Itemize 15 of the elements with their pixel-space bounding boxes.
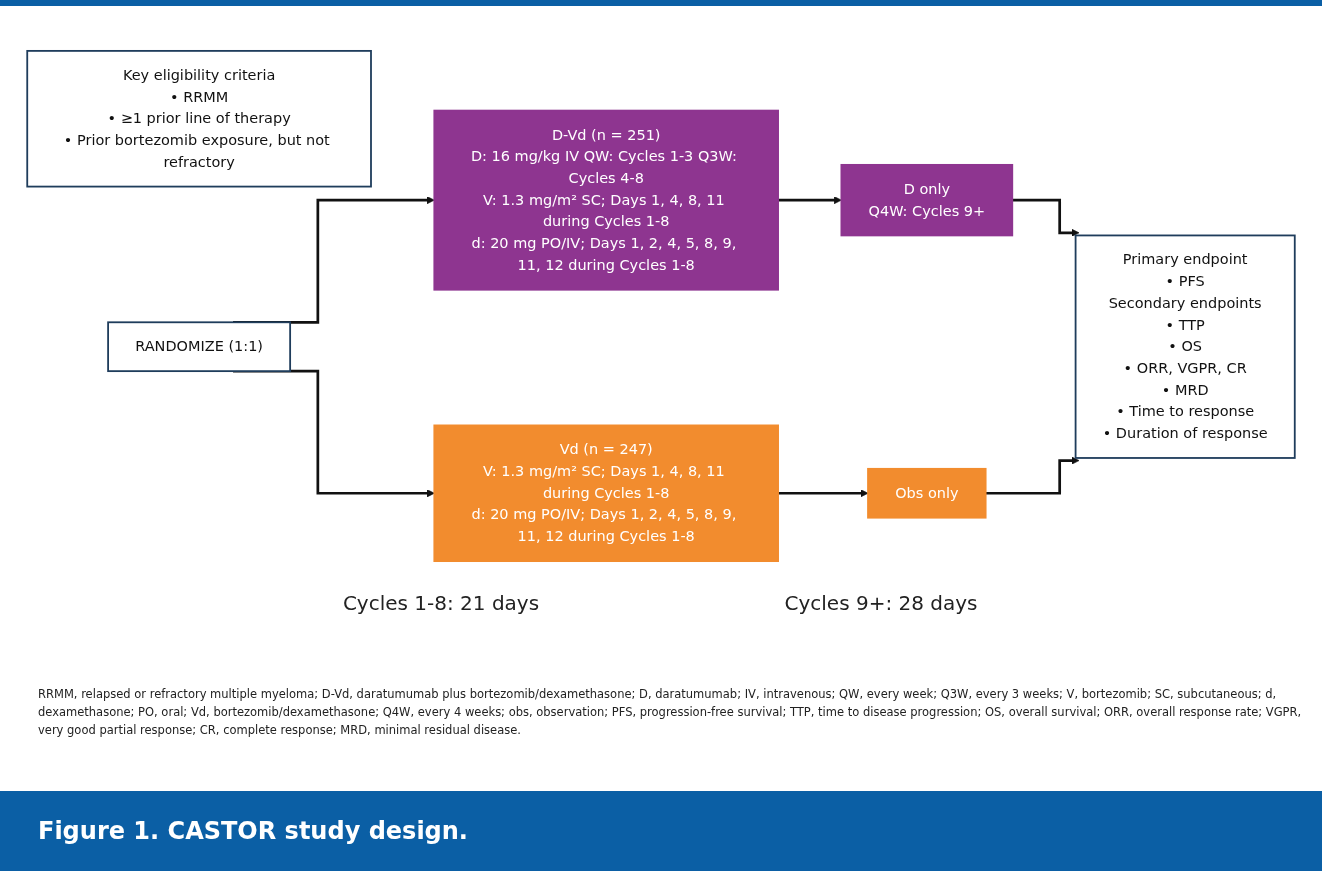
node-box: Obs only: [867, 467, 987, 519]
arrow: [778, 196, 842, 205]
cycle-note: Cycles 9+: 28 days: [783, 591, 979, 615]
node-box: RANDOMIZE (1:1): [107, 321, 292, 373]
node-box: Key eligibility criteria • RRMM • ≥1 prior line of therapy • Prior bortezomib exposure, but not refractory: [26, 50, 372, 188]
node-box: Vd (n = 247) V: 1.3 mg/m² SC; Days 1, 4, 8, 11 during Cycles 1-8 d: 20 mg PO/IV; Days 1, 2, 4, 5, 8, 9, 11, 12 during Cycles 1-8: [433, 424, 779, 562]
node-box: D-Vd (n = 251) D: 16 mg/kg IV QW: Cycles 1-3 Q3W: Cycles 4-8 V: 1.3 mg/m² SC; Days 1, 4, 8, 11 during Cycles 1-8 d: 20 mg PO/IV; Days 1, 2, 4, 5, 8, 9, 11, 12 during Cycles 1-8: [433, 109, 779, 291]
footnote-text: RRMM, relapsed or refractory multiple myeloma; D-Vd, daratumumab plus bortezomib/dexamethasone; D, daratumumab; IV, intravenous; QW, every week; Q3W, every 3 weeks; V, bortezomib; SC, subcutaneous; d, dexamethasone; PO, oral; Vd, bortezomib/dexamethasone; Q4W, every 4 weeks; obs, observation; PFS, progression-free survival; TTP, time to disease progression; OS, overall survival; ORR, overall response rate; VGPR, very good partial response; CR, complete response; MRD, minimal residual disease.: [38, 686, 1303, 739]
arrow: [778, 489, 869, 498]
figure-caption: Figure 1. CASTOR study design.: [38, 817, 468, 845]
arrow: [985, 456, 1080, 495]
node-box: D only Q4W: Cycles 9+: [840, 163, 1014, 237]
arrow: [1012, 198, 1080, 237]
node-box: Primary endpoint • PFS Secondary endpoints • TTP • OS • ORR, VGPR, CR • MRD • Time to response • Duration of response: [1074, 234, 1296, 459]
cycle-note: Cycles 1-8: 21 days: [341, 591, 541, 615]
